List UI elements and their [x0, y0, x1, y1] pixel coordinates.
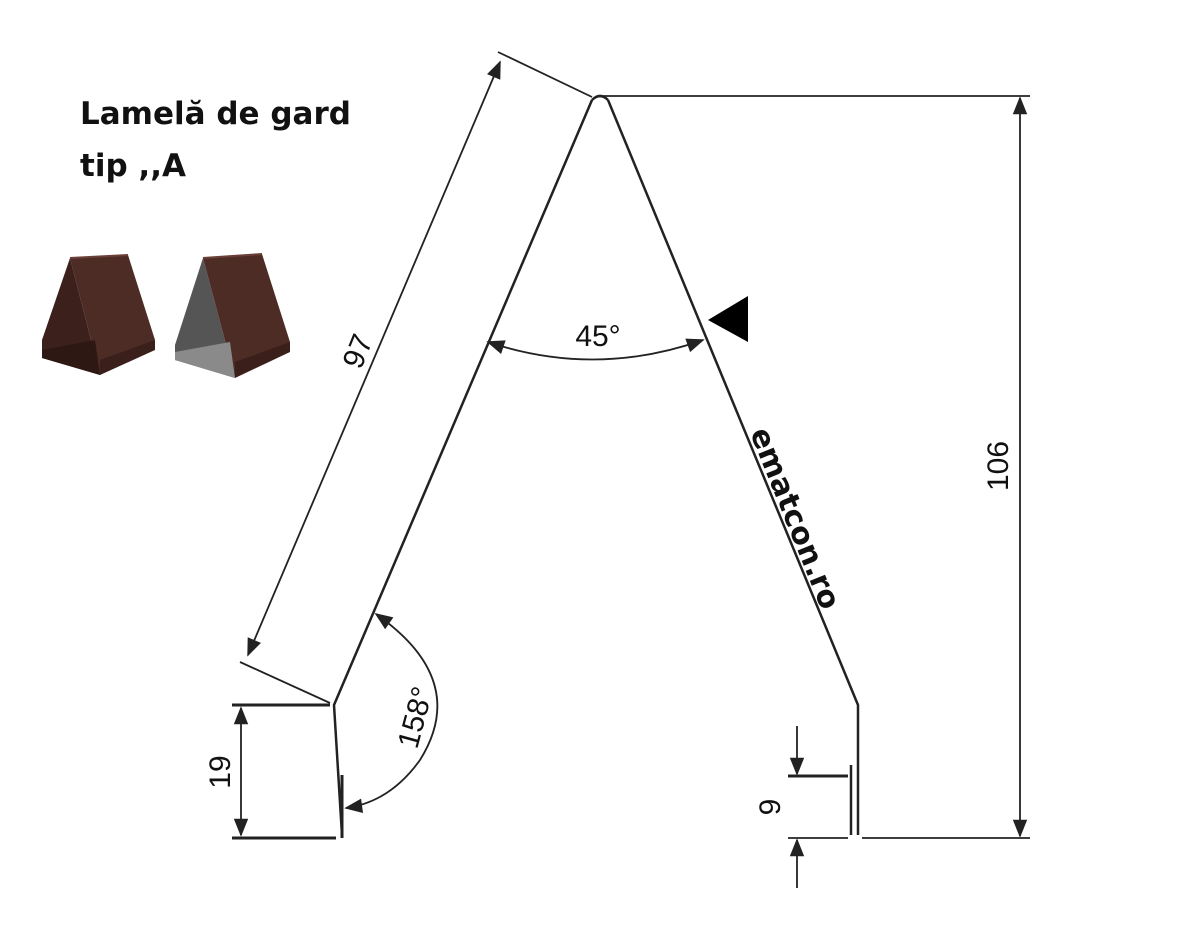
dimension-19-label: 19	[204, 755, 237, 788]
angle-45-arc	[486, 338, 705, 361]
angle-158-label: 158°	[392, 683, 440, 751]
brown-lamella-image	[42, 254, 155, 375]
dimension-19	[232, 703, 336, 840]
dimension-9-label: 9	[754, 799, 787, 816]
grey-brown-lamella-image	[175, 253, 290, 378]
profile-right-segment	[606, 99, 860, 835]
profile-left-segment	[332, 99, 594, 836]
dimension-97	[239, 51, 593, 704]
watermark-text: ematcon.ro	[742, 423, 847, 615]
dimension-9	[788, 726, 848, 888]
angle-45-label: 45°	[575, 320, 620, 353]
dimension-106-label: 106	[982, 441, 1015, 491]
visible-side-triangle-icon	[708, 296, 748, 342]
title-line-2: tip ,,A	[80, 148, 186, 184]
angle-158-arc	[344, 612, 439, 813]
dimension-97-label: 97	[337, 330, 380, 373]
dimension-106	[600, 95, 1030, 839]
